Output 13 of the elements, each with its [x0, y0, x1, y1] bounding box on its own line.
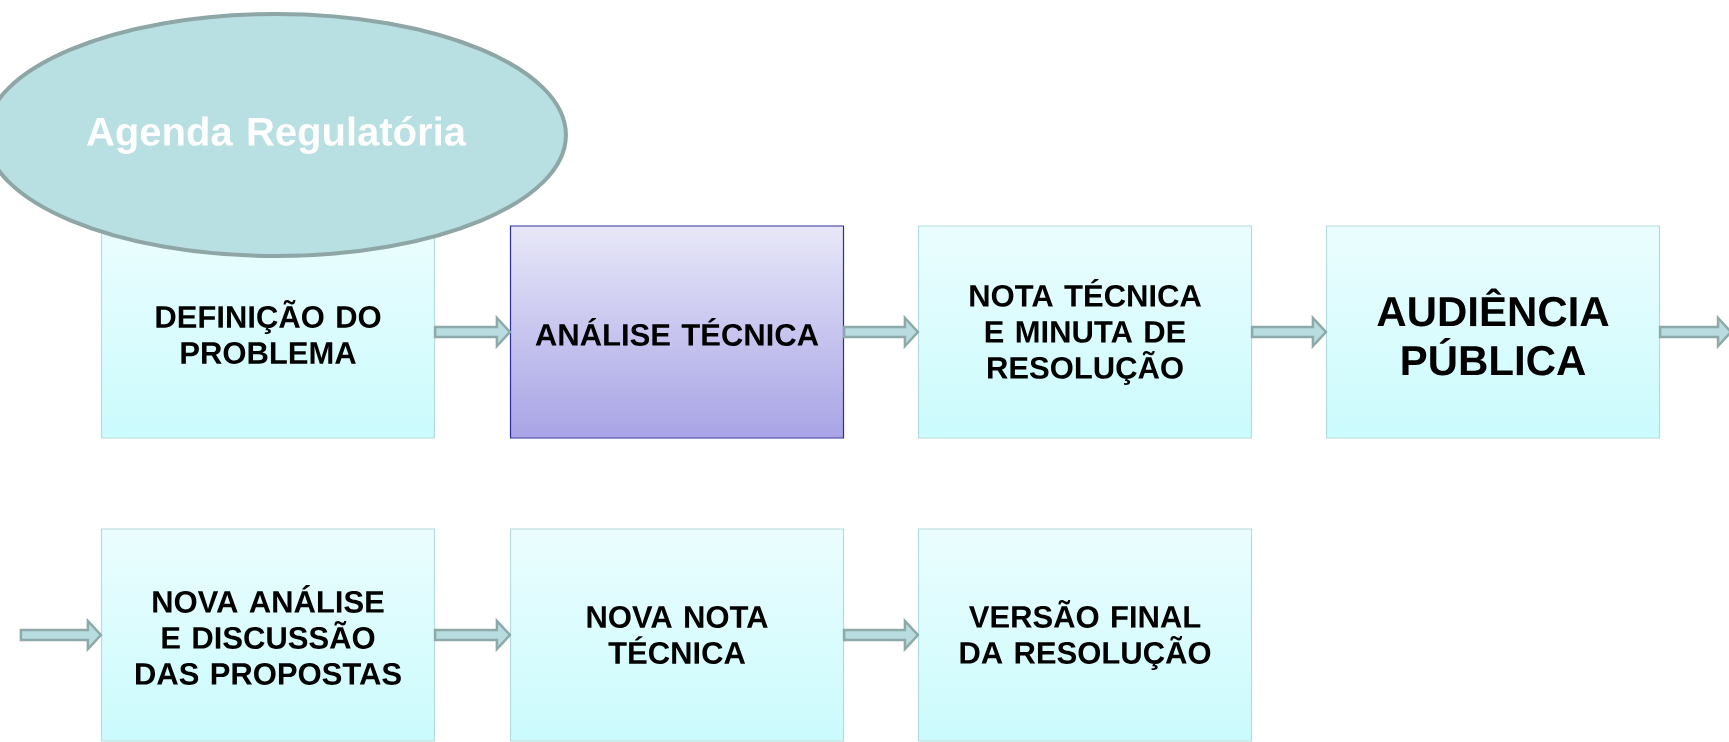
block-arrow	[842, 314, 920, 350]
block-arrow	[842, 617, 920, 653]
process-box: VERSÃO FINAL DA RESOLUÇÃO	[917, 528, 1253, 742]
block-arrow	[19, 617, 103, 653]
block-arrow	[1250, 314, 1328, 350]
process-box: AUDIÊNCIA PÚBLICA	[1325, 225, 1661, 439]
block-arrow	[1658, 314, 1729, 350]
process-box: NOTA TÉCNICA E MINUTA DE RESOLUÇÃO	[917, 225, 1253, 439]
block-arrow	[433, 314, 512, 350]
process-box: ANÁLISE TÉCNICA	[509, 225, 845, 439]
block-arrow	[433, 617, 512, 653]
process-box: NOVA ANÁLISE E DISCUSSÃO DAS PROPOSTAS	[100, 528, 436, 742]
process-box: NOVA NOTA TÉCNICA	[509, 528, 845, 742]
